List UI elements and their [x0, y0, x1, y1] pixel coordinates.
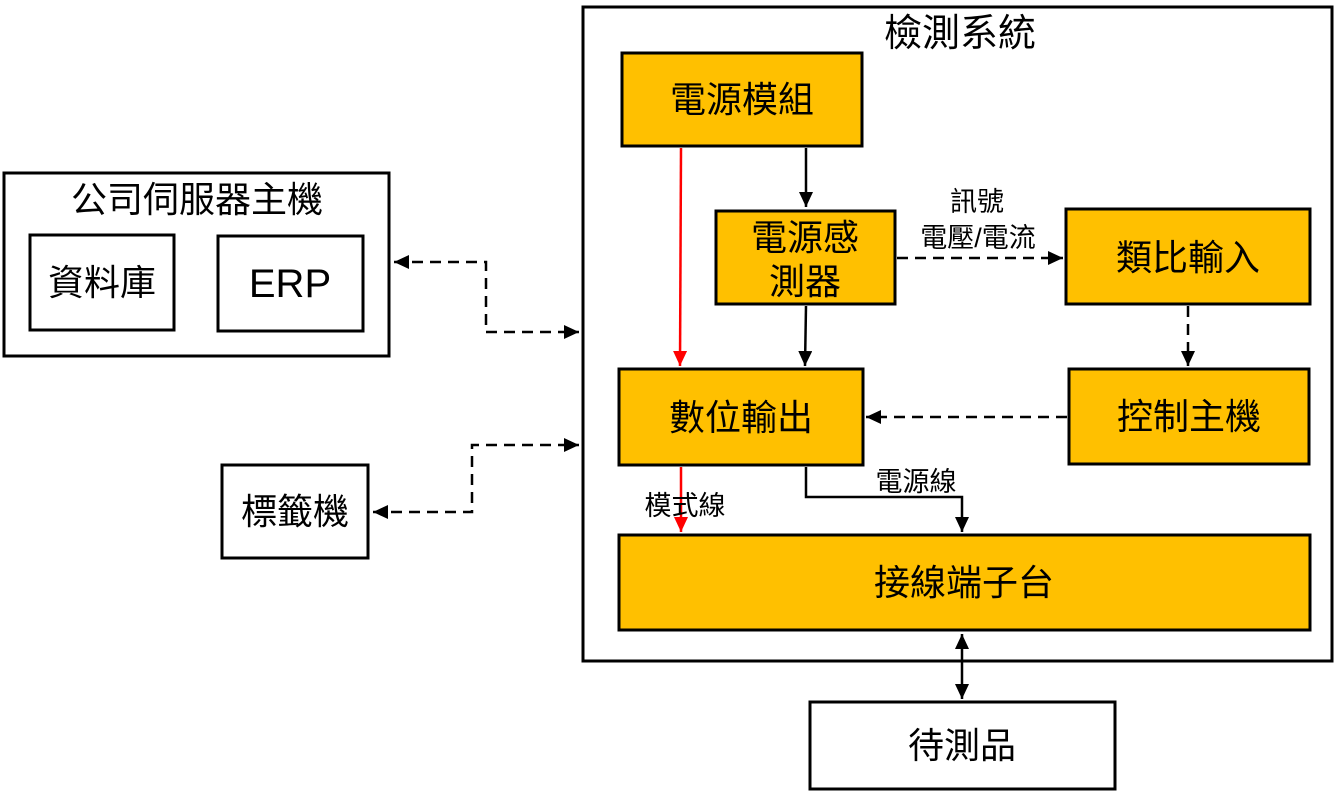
erp-box	[216, 234, 365, 333]
device-under-test-label: 待測品	[908, 725, 1016, 766]
digital-output-label: 數位輸出	[669, 397, 813, 438]
label-printer-label: 標籤機	[241, 491, 349, 532]
power-sensor-label-line2: 測器	[769, 261, 841, 302]
edge-digital-output-to-terminal-block-power	[804, 467, 969, 532]
digital-output-box	[617, 367, 865, 467]
power-module-label: 電源模組	[670, 79, 814, 120]
analog-input-label: 類比輸入	[1116, 237, 1260, 278]
terminal-block-box	[617, 533, 1312, 632]
power-sensor-label-line1: 電源感	[751, 217, 859, 258]
control-host-label: 控制主機	[1117, 396, 1261, 437]
power-sensor-box	[714, 209, 897, 306]
control-host-box	[1067, 367, 1311, 466]
edge-power-sensor-to-digital-output	[798, 305, 813, 367]
detection-system-title: 檢測系統	[884, 13, 1036, 55]
company-server-title: 公司伺服器主機	[71, 179, 323, 220]
edge-label-printer-detection-system-dashed	[373, 438, 579, 519]
terminal-block-label: 接線端子台	[874, 562, 1054, 603]
signal-edge-label-line2: 電壓/電流	[920, 223, 1036, 253]
power-line-edge-label: 電源線	[876, 467, 957, 497]
device-under-test-box	[808, 700, 1117, 791]
edge-power-module-to-digital-output-red	[673, 147, 688, 367]
mode-line-edge-label: 模式線	[645, 491, 726, 521]
erp-label: ERP	[249, 262, 331, 306]
label-printer-box	[220, 463, 370, 560]
database-label: 資料庫	[48, 262, 156, 303]
edge-company-server-detection-system-dashed	[394, 255, 579, 339]
database-box	[28, 233, 176, 332]
analog-input-box	[1064, 207, 1312, 306]
signal-edge-label-line1: 訊號	[950, 187, 1004, 217]
power-module-box	[620, 51, 864, 148]
